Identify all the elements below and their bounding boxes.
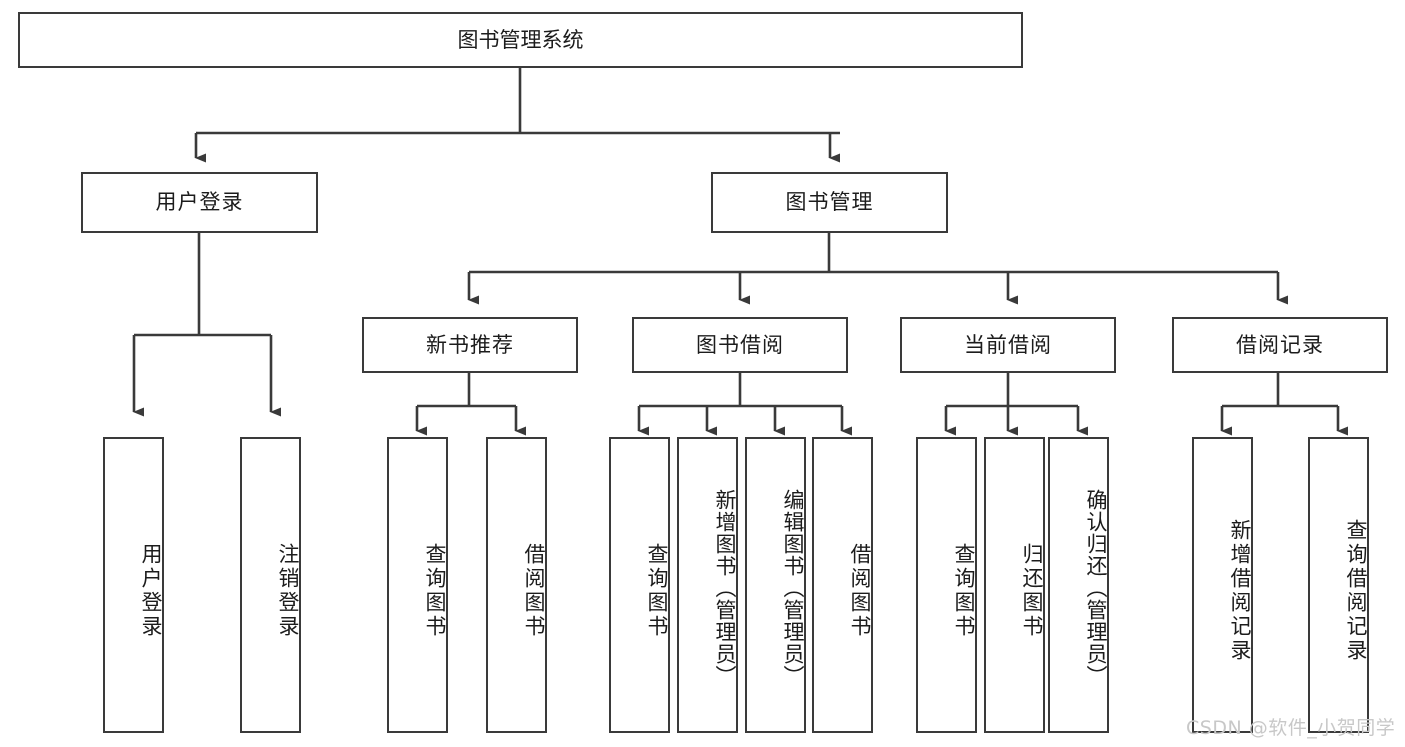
leaf-query-book-borrow[interactable]: 查询图书 <box>609 437 670 733</box>
leaf-borrow-book-recommend[interactable]: 借阅图书 <box>486 437 547 733</box>
leaf-query-book-recommend[interactable]: 查询图书 <box>387 437 448 733</box>
csdn-watermark: CSDN @软件_小贺同学 <box>1186 717 1396 739</box>
leaf-logout[interactable]: 注销登录 <box>240 437 301 733</box>
node-book-borrow[interactable]: 图书借阅 <box>632 317 848 373</box>
leaf-user-login[interactable]: 用户登录 <box>103 437 164 733</box>
node-borrow-record[interactable]: 借阅记录 <box>1172 317 1388 373</box>
leaf-return-book[interactable]: 归还图书 <box>984 437 1045 733</box>
node-current-borrow[interactable]: 当前借阅 <box>900 317 1116 373</box>
leaf-add-book-admin[interactable]: 新增图书（管理员） <box>677 437 738 733</box>
leaf-query-book-current[interactable]: 查询图书 <box>916 437 977 733</box>
leaf-query-borrow-record[interactable]: 查询借阅记录 <box>1308 437 1369 733</box>
node-user-login[interactable]: 用户登录 <box>81 172 318 233</box>
leaf-add-borrow-record[interactable]: 新增借阅记录 <box>1192 437 1253 733</box>
leaf-edit-book-admin[interactable]: 编辑图书（管理员） <box>745 437 806 733</box>
node-root[interactable]: 图书管理系统 <box>18 12 1023 68</box>
leaf-confirm-return-admin[interactable]: 确认归还（管理员） <box>1048 437 1109 733</box>
leaf-borrow-book-borrow[interactable]: 借阅图书 <box>812 437 873 733</box>
node-book-manage[interactable]: 图书管理 <box>711 172 948 233</box>
node-new-book-recommend[interactable]: 新书推荐 <box>362 317 578 373</box>
